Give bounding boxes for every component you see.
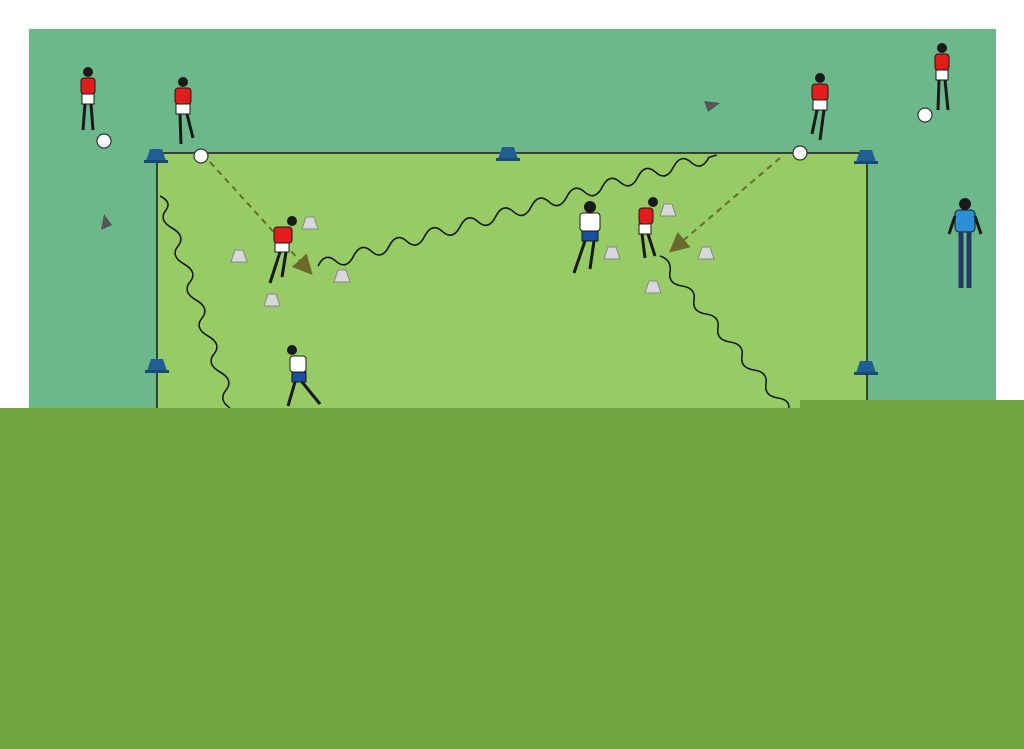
blue-cone-icon [496,147,520,161]
white-cone-icon [603,246,621,260]
attacker-player-icon [268,216,297,284]
attacker-player-icon [80,67,96,131]
attacker-player-icon [174,77,195,145]
white-cone-icon [644,280,662,294]
white-cone-icon [263,293,281,307]
white-cone-icon [659,203,677,217]
ball-icon [792,145,808,161]
ball-icon [917,107,933,123]
white-cone-icon [301,216,319,230]
blue-cone-icon [854,361,878,375]
white-cone-icon [230,249,248,263]
attacker-player-icon [810,73,829,141]
attacker-player-icon [638,197,658,259]
ball-icon [96,133,112,149]
dribble-path-diagonal [317,154,717,267]
blue-cone-icon [145,359,169,373]
attacker-player-icon [934,43,950,111]
overlay-panel-bottom [0,408,1024,749]
dribble-path-right [659,255,790,413]
blue-cone-icon [144,149,168,163]
pass-arrow-left [209,161,313,275]
dribble-path-left [159,195,231,409]
pass-arrow-right [668,157,781,253]
ball-icon [193,148,209,164]
defender-player-icon [572,201,601,274]
white-cone-icon [697,246,715,260]
coach-icon [947,198,983,288]
dribble-arrow-head-top [704,101,720,112]
blue-cone-icon [854,150,878,164]
white-cone-icon [333,269,351,283]
dribble-arrow-head-left [101,214,112,230]
playing-field [156,152,868,410]
defender-player-icon [286,345,322,407]
